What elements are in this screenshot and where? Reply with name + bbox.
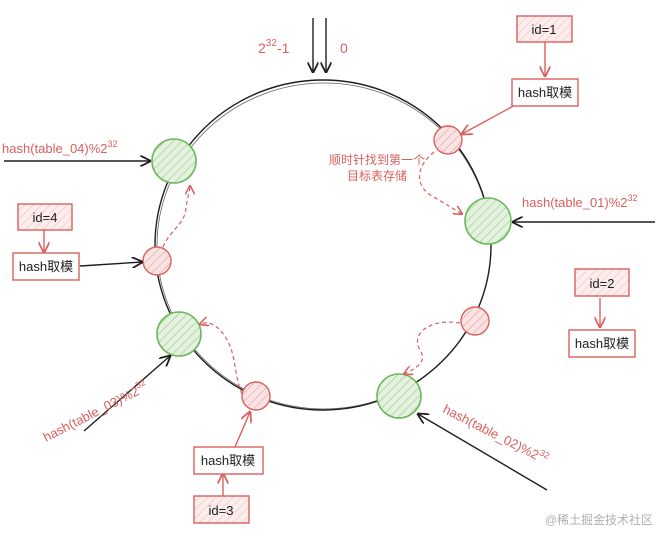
id-box-1: [516, 15, 573, 43]
annotation-line-1: 顺时针找到第一个: [329, 152, 425, 167]
table-label-01: hash(table_01)%232: [522, 193, 638, 210]
table-label-03: hash(table_03)%232: [40, 377, 151, 445]
hash-box-3: [193, 446, 264, 475]
watermark: @稀土掘金技术社区: [545, 512, 653, 527]
table-label-04: hash(table_04)%232: [2, 139, 118, 156]
table-arrows: [4, 161, 655, 491]
table-node-03: [156, 311, 202, 357]
arrow-hash4-to-node: [79, 262, 142, 266]
annotation-line-2: 目标表存储: [347, 168, 407, 183]
hash-label-1: hash取模: [518, 85, 572, 100]
table-node-04: [151, 138, 197, 184]
id-node-2: [460, 306, 490, 336]
table-label-02: hash(table_02)%232: [441, 400, 552, 468]
hash-label-3: hash取模: [201, 453, 255, 468]
ring-max-label: 232-1: [258, 38, 290, 56]
id-label-2: id=2: [590, 276, 615, 291]
id-arrows: [44, 40, 600, 496]
id-label-4: id=4: [33, 210, 58, 225]
id-node-1: [433, 125, 463, 155]
clockwise-paths: [162, 151, 462, 395]
id-box-4: [17, 203, 73, 231]
ring-origin-arrows: [313, 18, 326, 72]
table-node-02: [376, 373, 422, 419]
hash-box-1: [511, 78, 579, 107]
hash-box-4: [12, 252, 80, 281]
id-label-3: id=3: [209, 503, 234, 518]
id-node-4: [142, 246, 172, 276]
id-label-1: id=1: [532, 22, 557, 37]
id-box-2: [574, 268, 630, 297]
hash-ring-sketch: [156, 82, 492, 410]
ring-zero-label: 0: [340, 40, 348, 56]
hash-label-4: hash取模: [19, 259, 73, 274]
hash-box-2: [568, 329, 636, 358]
hash-label-2: hash取模: [575, 336, 629, 351]
table-node-01: [464, 197, 512, 245]
id-box-3: [193, 495, 250, 524]
id-node-3: [241, 381, 271, 411]
